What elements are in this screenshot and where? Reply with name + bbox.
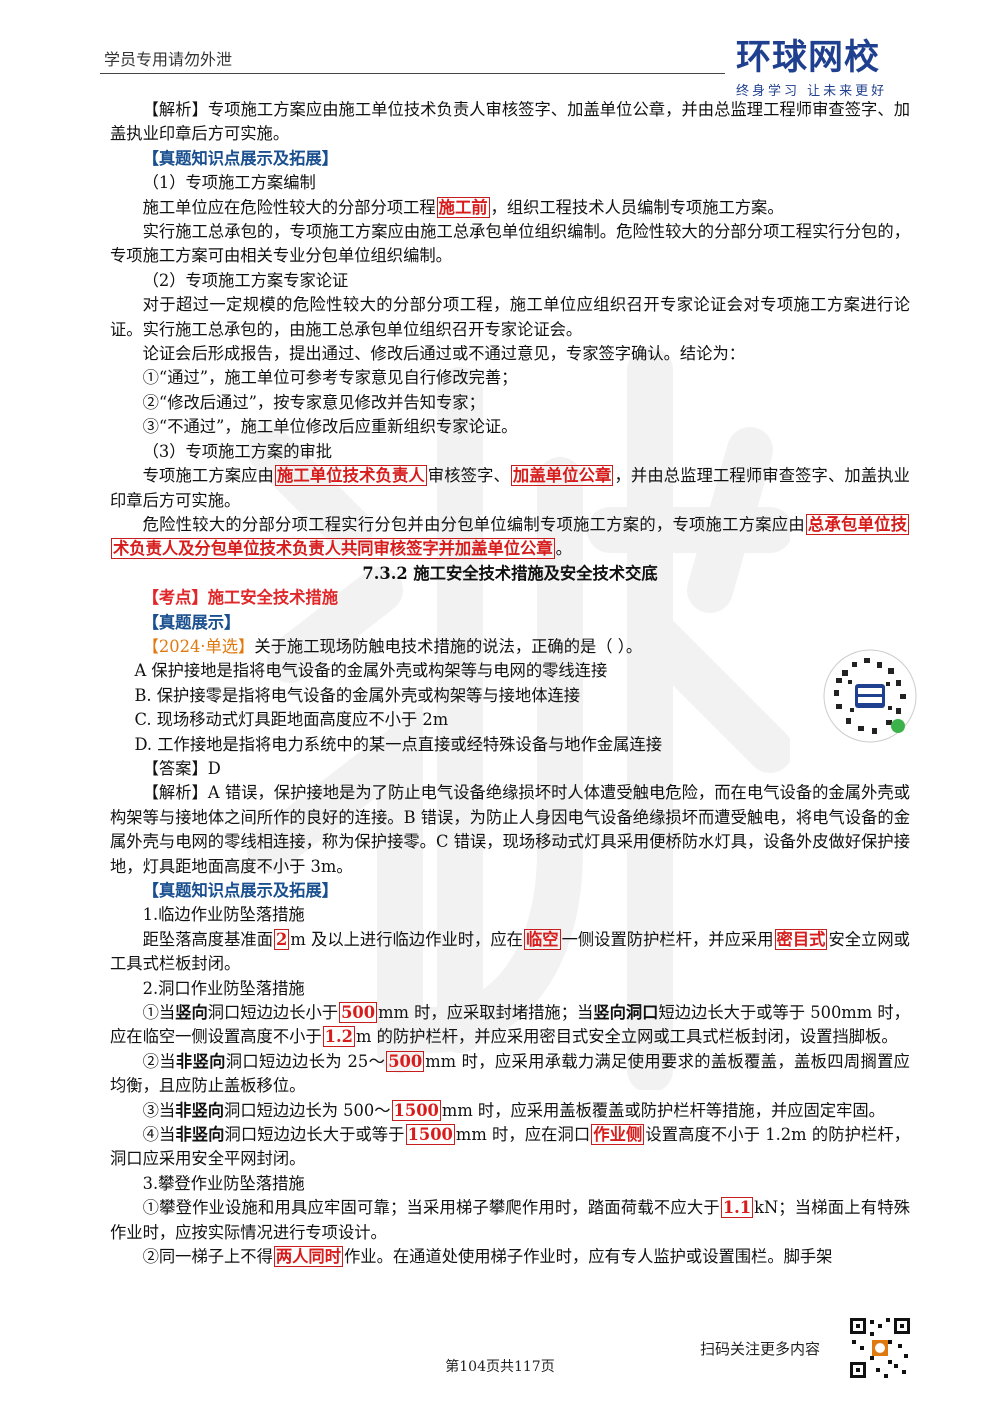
page-number: 第104页共117页 [445,1359,555,1375]
paragraph: ②同一梯子上不得两人同时作业。在通道处使用梯子作业时，应有专人监护或设置围栏。脚… [142,1246,833,1268]
highlight-term: 临空 [523,928,561,950]
header-divider [100,73,725,74]
paragraph: 实行施工总承包的，专项施工方案应由施工总承包单位组织编制。危险性较大的分部分项工… [110,222,910,266]
section-title: 7.3.2 施工安全技术措施及安全技术交底 [362,563,658,583]
brand-logo: 环球网校 终身学习 让未来更好 [736,38,916,99]
mini-program-qr-icon[interactable] [822,648,918,744]
paragraph: 专项施工方案应由施工单位技术负责人审核签字、加盖单位公章，并由总监理工程师审查签… [110,465,910,510]
highlight-term: 500 [386,1050,425,1072]
answer: 【答案】D [142,758,221,778]
highlight-term: 1500 [405,1124,455,1146]
list-item: ③“不通过”，施工单位修改后应重新组织专家论证。 [142,417,518,437]
option-c: C. 现场移动式灯具距地面高度应不小于 2m [134,710,449,730]
list-item: ①“通过”，施工单位可参考专家意见自行修改完善； [142,368,518,388]
highlight-term: 两人同时 [273,1246,343,1268]
paragraph: （1）专项施工方案编制 [142,173,316,193]
subheading: 3.攀登作业防坠落措施 [142,1173,305,1193]
paragraph: 对于超过一定规模的危险性较大的分部分项工程，施工单位应组织召开专家论证会对专项施… [110,295,910,339]
highlight-term: 500 [339,1002,378,1024]
list-item: ②“修改后通过”，按专家意见修改并告知专家； [142,392,485,412]
highlight-term: 加盖单位公章 [510,465,614,487]
highlight-term: 1.2 [322,1026,355,1048]
highlight-term: 2 [274,928,290,950]
explanation: 【解析】A 错误，保护接地是为了防止电气设备绝缘损坏时人体遭受触电危险，而在电气… [110,783,910,876]
highlight-term: 1.1 [720,1197,754,1219]
highlight-term: 作业侧 [591,1124,645,1146]
option-d: D. 工作接地是指将电力系统中的某一点直接或经特殊设备与地作金属连接 [134,734,662,754]
highlight-term: 总承包单位技术负责人及分包单位技术负责人共同审核签字并加盖单位公章 [111,513,909,560]
highlight-term: 密目式 [774,928,828,950]
highlight-term: 施工前 [436,196,490,218]
scan-prompt: 扫码关注更多内容 [700,1340,821,1358]
option-b: B. 保护接零是指将电气设备的金属外壳或构架等与接地体连接 [134,685,581,705]
question-tag: 【2024·单选】 [142,636,255,656]
paragraph: 论证会后形成报告，提出通过、修改后通过或不通过意见，专家签字确认。结论为： [142,344,746,364]
logo-wordmark: 环球网校 [736,38,881,78]
section-heading: 【真题知识点展示及拓展】 [142,881,338,900]
question-stem: 【2024·单选】关于施工现场防触电技术措施的说法，正确的是（ ）。 [142,636,643,656]
paragraph: （2）专项施工方案专家论证 [142,270,349,290]
key-point-heading: 【考点】施工安全技术措施 [142,588,338,608]
paragraph: （3）专项施工方案的审批 [142,441,333,461]
confidential-note: 学员专用请勿外泄 [104,50,233,69]
subheading: 1.临边作业防坠落措施 [142,905,305,925]
highlight-term: 施工单位技术负责人 [274,465,427,487]
paragraph: 危险性较大的分部分项工程实行分包并由分包单位编制专项施工方案的，专项施工方案应由… [111,513,909,560]
option-a: A 保护接地是指将电气设备的金属外壳或构架等与电网的零线连接 [134,661,608,681]
document-body: 【解析】专项施工方案应由施工单位技术负责人审核签字、加盖单位公章，并由总监理工程… [110,98,910,1270]
paragraph: 【解析】专项施工方案应由施工单位技术负责人审核签字、加盖单位公章，并由总监理工程… [110,100,910,144]
qr-code-icon[interactable] [848,1316,912,1380]
section-heading: 【真题知识点展示及拓展】 [142,148,338,168]
logo-slogan: 终身学习 让未来更好 [736,84,888,99]
highlight-term: 1500 [391,1099,441,1121]
section-heading: 【真题展示】 [142,612,241,632]
subheading: 2.洞口作业防坠落措施 [142,978,305,998]
paragraph: 施工单位应在危险性较大的分部分项工程施工前，组织工程技术人员编制专项施工方案。 [142,196,784,218]
